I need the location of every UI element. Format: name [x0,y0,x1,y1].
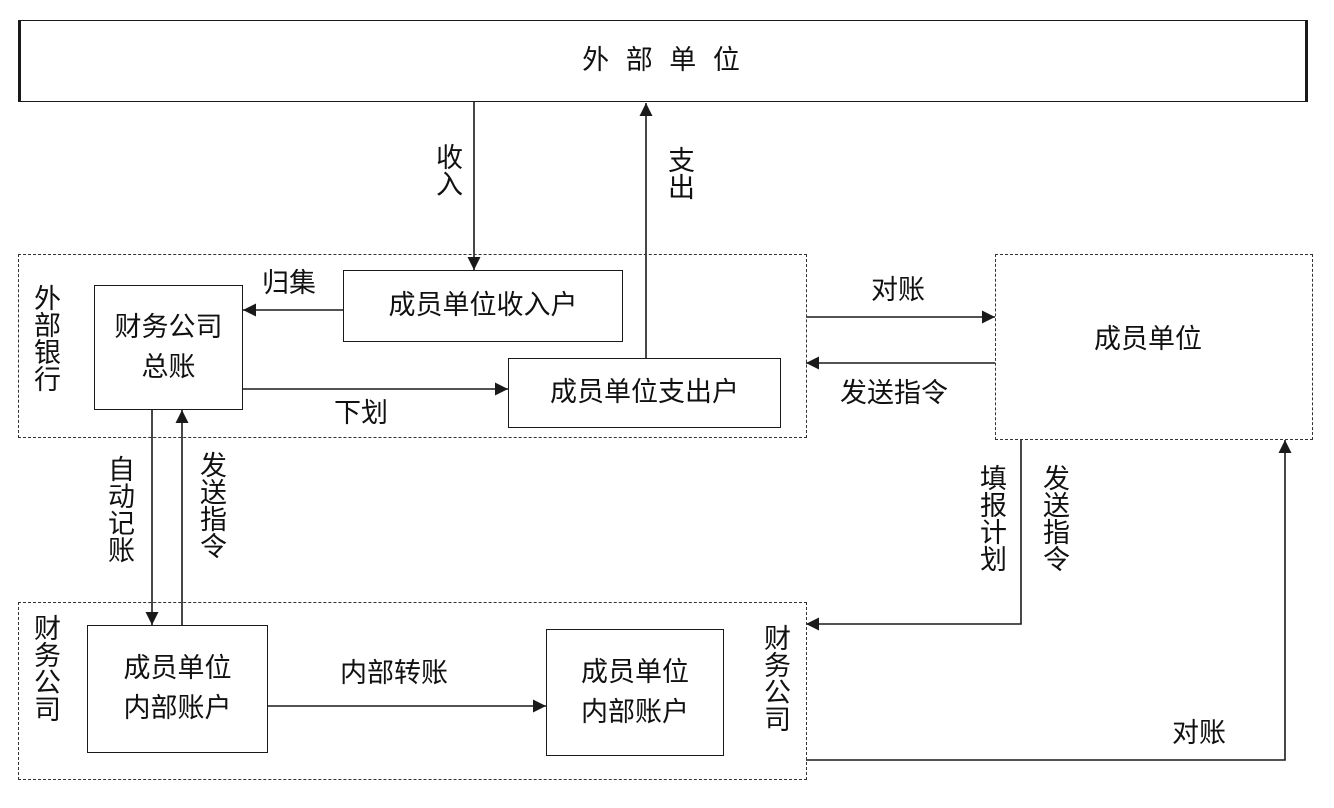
internal-account-a-line1: 成员单位 [123,653,232,684]
internal-account-b-line1: 成员单位 [581,656,689,688]
arrow-reconcile-finance [806,440,1292,761]
flow-label-allocate: 下划 [334,398,388,429]
flow-label-reconcile-finance: 对账 [1172,718,1226,749]
internal-account-a-line2: 内部账户 [123,693,232,724]
general-ledger-box: 财务公司 总账 [94,285,243,410]
income-account-box: 成员单位收入户 [343,270,623,342]
bank-region-label: 外部银行 [29,284,60,392]
member-unit-box [995,254,1313,440]
bank-region [18,254,807,438]
internal-account-a-box: 成员单位 内部账户 [87,625,268,753]
general-ledger-line2: 总账 [141,351,196,383]
flow-label-internal-transfer: 内部转账 [340,658,448,689]
finance-region-label-right: 财务公司 [759,624,790,732]
flow-label-auto-record: 自动记账 [103,455,134,563]
internal-account-b-box: 成员单位 内部账户 [546,629,724,756]
finance-region [18,602,807,780]
arrow-fill-plan [806,440,1022,631]
flow-label-income: 收入 [431,143,462,197]
flow-label-reconcile-bank: 对账 [871,275,925,306]
expense-account-label: 成员单位支出户 [550,377,739,408]
flow-label-collect: 归集 [262,268,316,299]
income-account-label: 成员单位收入户 [388,290,578,321]
flow-label-send-instruction-finance: 发送指令 [195,451,226,559]
finance-region-label-left: 财务公司 [29,614,60,722]
expense-account-box: 成员单位支出户 [508,358,781,428]
external-unit-title: 外 部 单 位 [582,45,744,76]
internal-account-b-line2: 内部账户 [581,696,689,728]
member-unit-title: 成员单位 [1094,324,1202,355]
flow-label-send-instruction-member: 发送指令 [1038,464,1069,572]
general-ledger-line1: 财务公司 [114,311,223,343]
flow-label-expense: 支出 [663,146,694,200]
external-unit-box: 外 部 单 位 [18,20,1308,102]
flow-label-fill-plan: 填报计划 [975,464,1006,572]
flow-label-send-instruction-bank: 发送指令 [840,378,948,409]
